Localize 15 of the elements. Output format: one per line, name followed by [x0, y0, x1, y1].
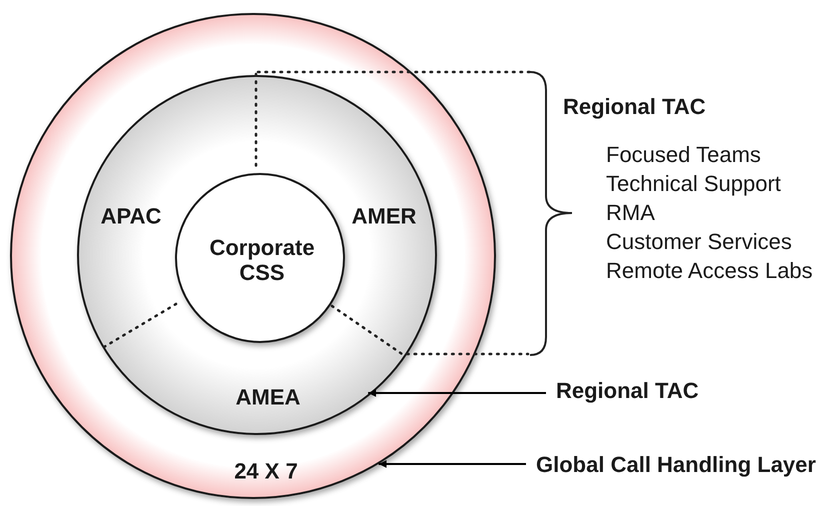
callout-label: Global Call Handling Layer — [536, 452, 816, 477]
region-label: APAC — [100, 204, 162, 228]
arrow — [368, 389, 546, 397]
core-label: Corporate CSS — [208, 235, 316, 285]
arrow — [378, 460, 526, 468]
region-label: AMER — [352, 204, 416, 228]
region-label: 24 X 7 — [234, 458, 298, 484]
list-item: Focused Teams — [606, 142, 761, 167]
region-label: AMEA — [236, 384, 300, 410]
section-heading: Regional TAC — [563, 94, 706, 119]
list-item: Remote Access Labs — [606, 258, 813, 283]
list-item: RMA — [606, 200, 655, 225]
list-item: Technical Support — [606, 171, 781, 196]
callout-label: Regional TAC — [556, 378, 699, 403]
list-item: Customer Services — [606, 229, 792, 254]
